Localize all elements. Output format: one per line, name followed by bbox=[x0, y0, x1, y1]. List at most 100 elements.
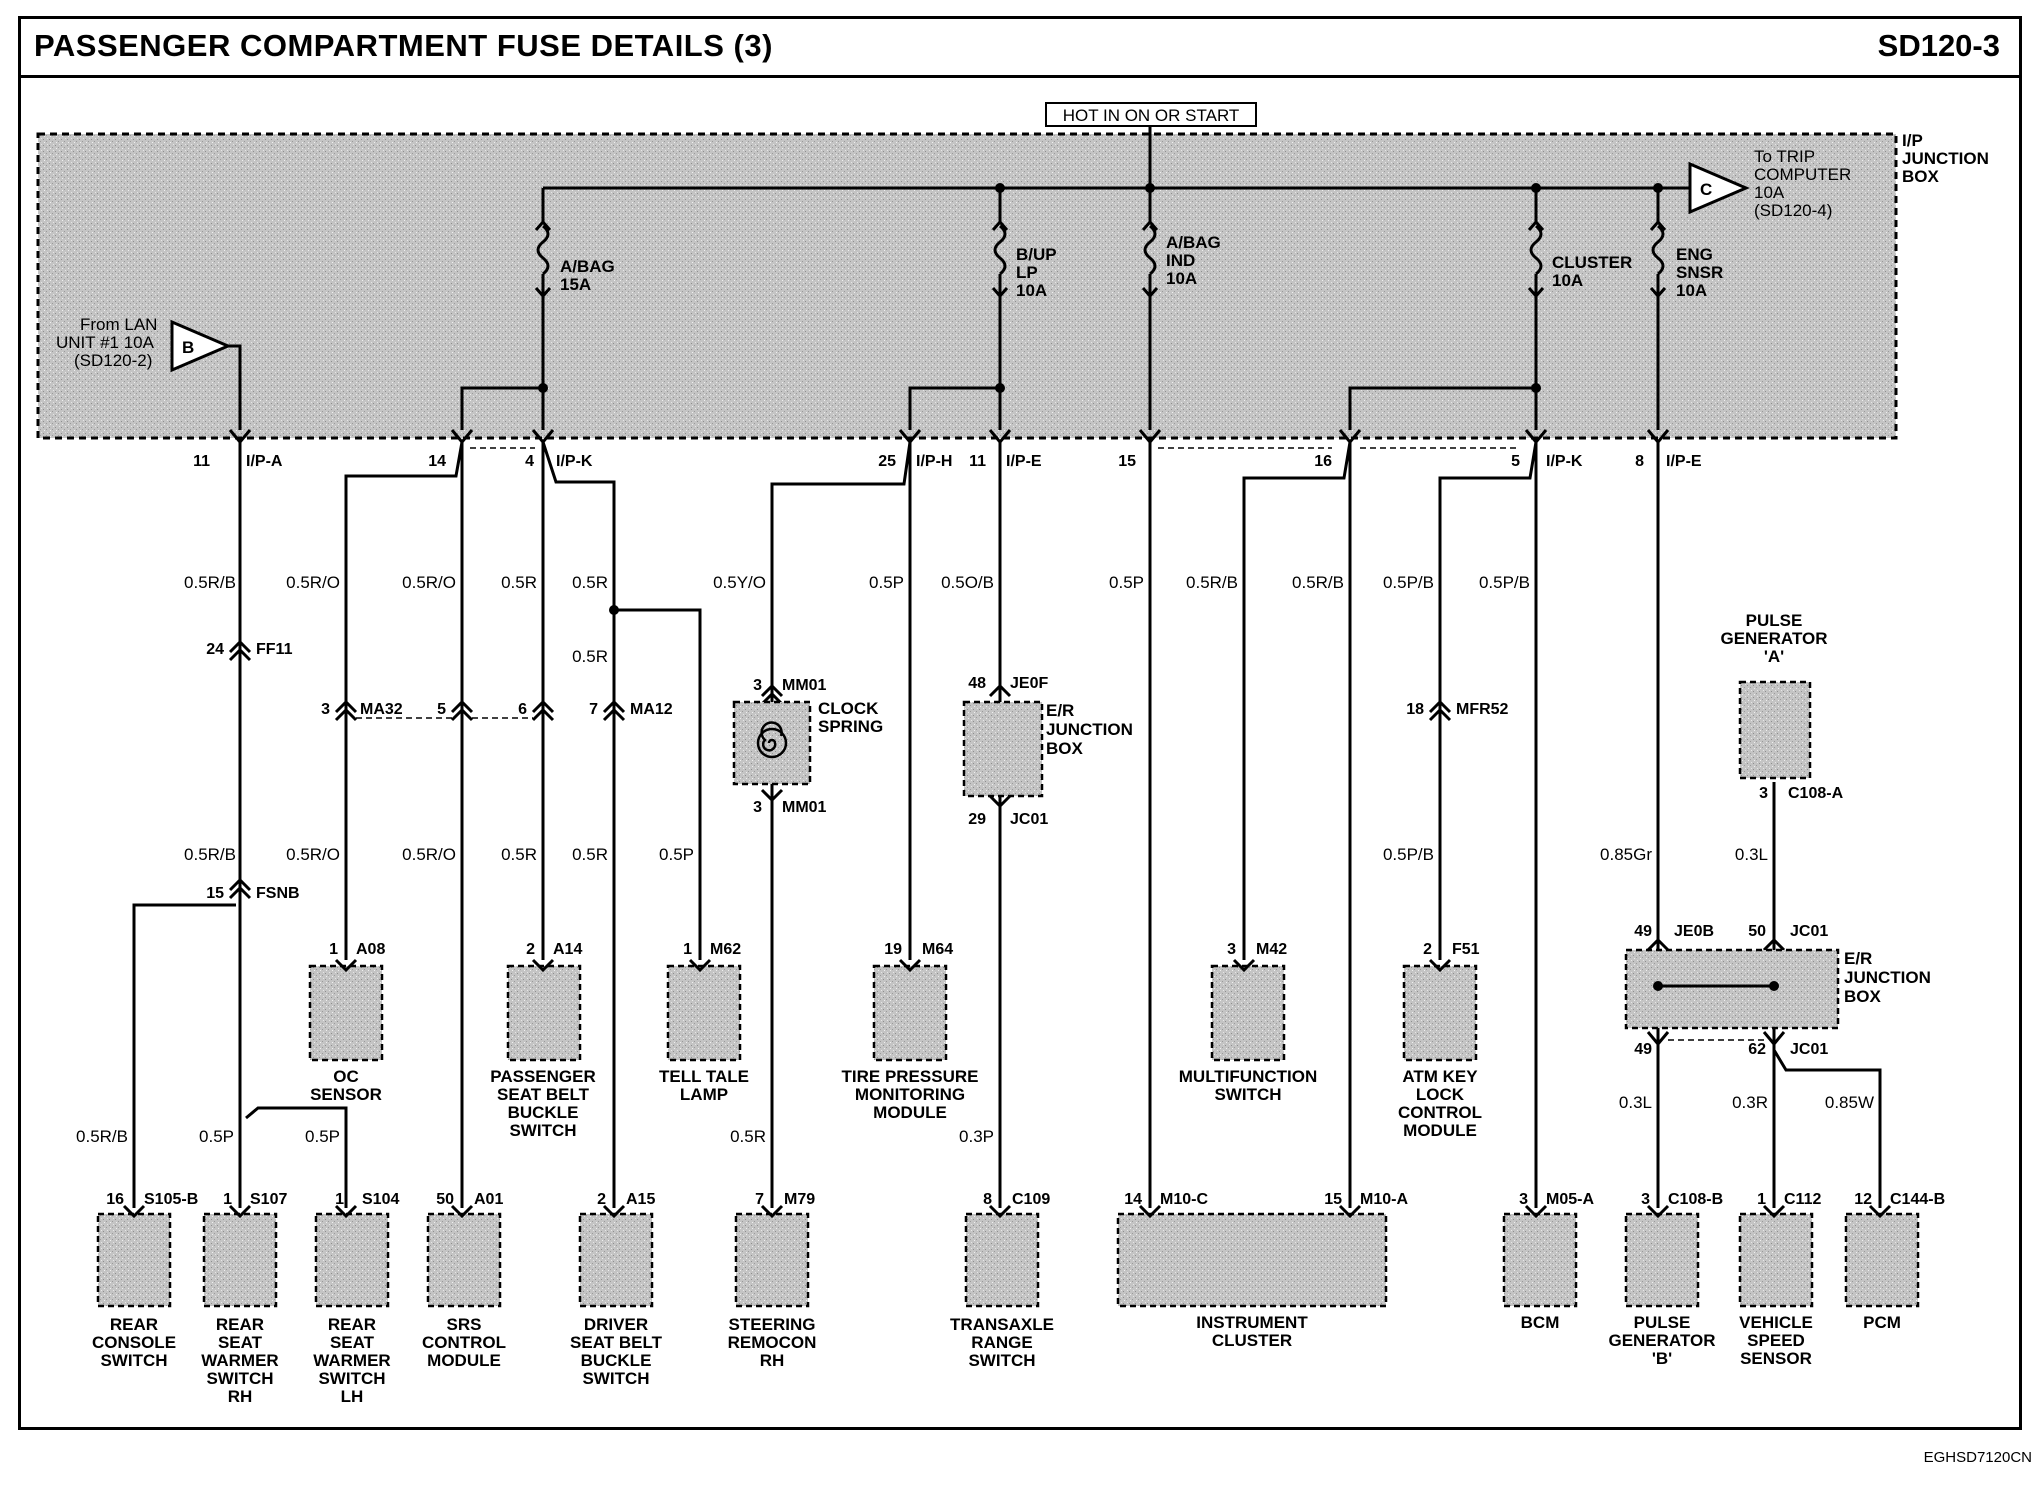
vss-line1: VEHICLE bbox=[1739, 1313, 1813, 1332]
ic-mfr52-pin: 18 bbox=[1406, 701, 1424, 718]
er-box-2-line1: E/R bbox=[1844, 949, 1872, 968]
inline-connector-chevrons bbox=[228, 639, 1786, 1047]
fuse-5-rating: 10A bbox=[1676, 281, 1707, 300]
ic-ma12-pin: 7 bbox=[589, 701, 598, 718]
steering-remocon-line1: STEERING bbox=[729, 1315, 816, 1334]
from-lan-line1: From LAN bbox=[80, 315, 157, 334]
bcm-conn: M05-A bbox=[1546, 1191, 1594, 1208]
jb-pin-2: 14 bbox=[428, 453, 446, 470]
ic-c108a-id: C108-A bbox=[1788, 785, 1844, 802]
ic-jc01-c-pin: 62 bbox=[1748, 1041, 1766, 1058]
oc-sensor-line2: SENSOR bbox=[310, 1085, 382, 1104]
wire-label: 0.5R/B bbox=[1292, 573, 1344, 592]
jb-pin-7: 16 bbox=[1314, 453, 1332, 470]
ic-fsnb-pin: 15 bbox=[206, 885, 224, 902]
multifunction-pin: 3 bbox=[1227, 941, 1236, 958]
multifunction-line2: SWITCH bbox=[1214, 1085, 1281, 1104]
pass-buckle-line1: PASSENGER bbox=[490, 1067, 596, 1086]
jb-pin-3: 4 bbox=[525, 453, 534, 470]
ic-je0b-pin: 49 bbox=[1634, 923, 1652, 940]
ic-je0f-pin: 48 bbox=[968, 675, 986, 692]
pulse-gen-a-line2: GENERATOR bbox=[1720, 629, 1827, 648]
srs-pin: 50 bbox=[436, 1191, 454, 1208]
jb-conn-4: I/P-H bbox=[916, 453, 952, 470]
wire-label: 0.5P bbox=[305, 1127, 340, 1146]
steering-remocon-conn: M79 bbox=[784, 1191, 815, 1208]
tpms-conn: M64 bbox=[922, 941, 953, 958]
to-trip-line4: (SD120-4) bbox=[1754, 201, 1832, 220]
wire-label: 0.5R/B bbox=[76, 1127, 128, 1146]
wire-label: 0.5R bbox=[501, 845, 537, 864]
transaxle-line1: TRANSAXLE bbox=[950, 1315, 1054, 1334]
pcm-conn: C144-B bbox=[1890, 1191, 1945, 1208]
page-title: PASSENGER COMPARTMENT FUSE DETAILS (3) bbox=[34, 28, 773, 63]
transaxle-line3: SWITCH bbox=[968, 1351, 1035, 1370]
pass-buckle-line4: SWITCH bbox=[509, 1121, 576, 1140]
fuse-1-name: A/BAG bbox=[560, 257, 615, 276]
jb-label-line1: I/P bbox=[1902, 131, 1923, 150]
driver-buckle-pin: 2 bbox=[597, 1191, 606, 1208]
tell-tale-conn: M62 bbox=[710, 941, 741, 958]
wire-label: 0.3R bbox=[1732, 1093, 1768, 1112]
jb-pin-labels: 11 I/P-A 14 4 I/P-K 25 I/P-H 11 I/P-E 15… bbox=[193, 453, 1702, 470]
steering-remocon-line2: REMOCON bbox=[728, 1333, 817, 1352]
pulse-gen-b-line3: 'B' bbox=[1652, 1349, 1672, 1368]
cluster-c-conn: M10-C bbox=[1160, 1191, 1208, 1208]
oc-sensor-pin: 1 bbox=[329, 941, 338, 958]
wire-label: 0.5P/B bbox=[1479, 573, 1530, 592]
wire-label: 0.5R/B bbox=[184, 845, 236, 864]
ic-ma12-id: MA12 bbox=[630, 701, 673, 718]
vss-line3: SENSOR bbox=[1740, 1349, 1812, 1368]
fuse-4-rating: 10A bbox=[1552, 271, 1583, 290]
pass-buckle-pin: 2 bbox=[526, 941, 535, 958]
srs-line1: SRS bbox=[447, 1315, 482, 1334]
wire-splice-dots bbox=[609, 605, 619, 615]
wire-label: 0.5P bbox=[1109, 573, 1144, 592]
ic-ff11-pin: 24 bbox=[206, 641, 224, 658]
oc-sensor-line1: OC bbox=[333, 1067, 359, 1086]
oc-sensor-conn: A08 bbox=[356, 941, 385, 958]
wire-label: 0.85W bbox=[1825, 1093, 1874, 1112]
rsw-rh-line3: WARMER bbox=[201, 1351, 278, 1370]
atm-key-line2: LOCK bbox=[1416, 1085, 1465, 1104]
rsw-lh-line4: SWITCH bbox=[318, 1369, 385, 1388]
rsw-lh-line2: SEAT bbox=[330, 1333, 375, 1352]
tpms-line1: TIRE PRESSURE bbox=[842, 1067, 979, 1086]
cluster-line1: INSTRUMENT bbox=[1196, 1313, 1308, 1332]
jb-pin-5: 11 bbox=[969, 453, 986, 470]
wire-label: 0.5P bbox=[659, 845, 694, 864]
rsw-rh-line4: SWITCH bbox=[206, 1369, 273, 1388]
jb-pin-4: 25 bbox=[878, 453, 896, 470]
to-trip-line1: To TRIP bbox=[1754, 147, 1815, 166]
fuse-3-line2: IND bbox=[1166, 251, 1195, 270]
jb-conn-9: I/P-E bbox=[1666, 453, 1702, 470]
jb-label-line2: JUNCTION bbox=[1902, 149, 1989, 168]
bottom-component-boxes bbox=[96, 1212, 1920, 1308]
vss-pin: 1 bbox=[1757, 1191, 1766, 1208]
wire-label: 0.5R/O bbox=[286, 845, 340, 864]
ic-6-pin: 6 bbox=[518, 701, 527, 718]
ic-49-bot-pin: 49 bbox=[1634, 1041, 1652, 1058]
wire-label: 0.85Gr bbox=[1600, 845, 1652, 864]
ic-fsnb-id: FSNB bbox=[256, 885, 300, 902]
rear-console-pin: 16 bbox=[106, 1191, 124, 1208]
tell-tale-line1: TELL TALE bbox=[659, 1067, 749, 1086]
pulse-generator-a-box bbox=[1738, 680, 1812, 780]
atm-key-line4: MODULE bbox=[1403, 1121, 1477, 1140]
cluster-a-conn: M10-A bbox=[1360, 1191, 1408, 1208]
circuit-wires bbox=[132, 441, 1882, 1208]
clock-spring-box bbox=[732, 700, 812, 786]
power-label: HOT IN ON OR START bbox=[1063, 106, 1240, 125]
ic-jc01-b-pin: 50 bbox=[1748, 923, 1766, 940]
